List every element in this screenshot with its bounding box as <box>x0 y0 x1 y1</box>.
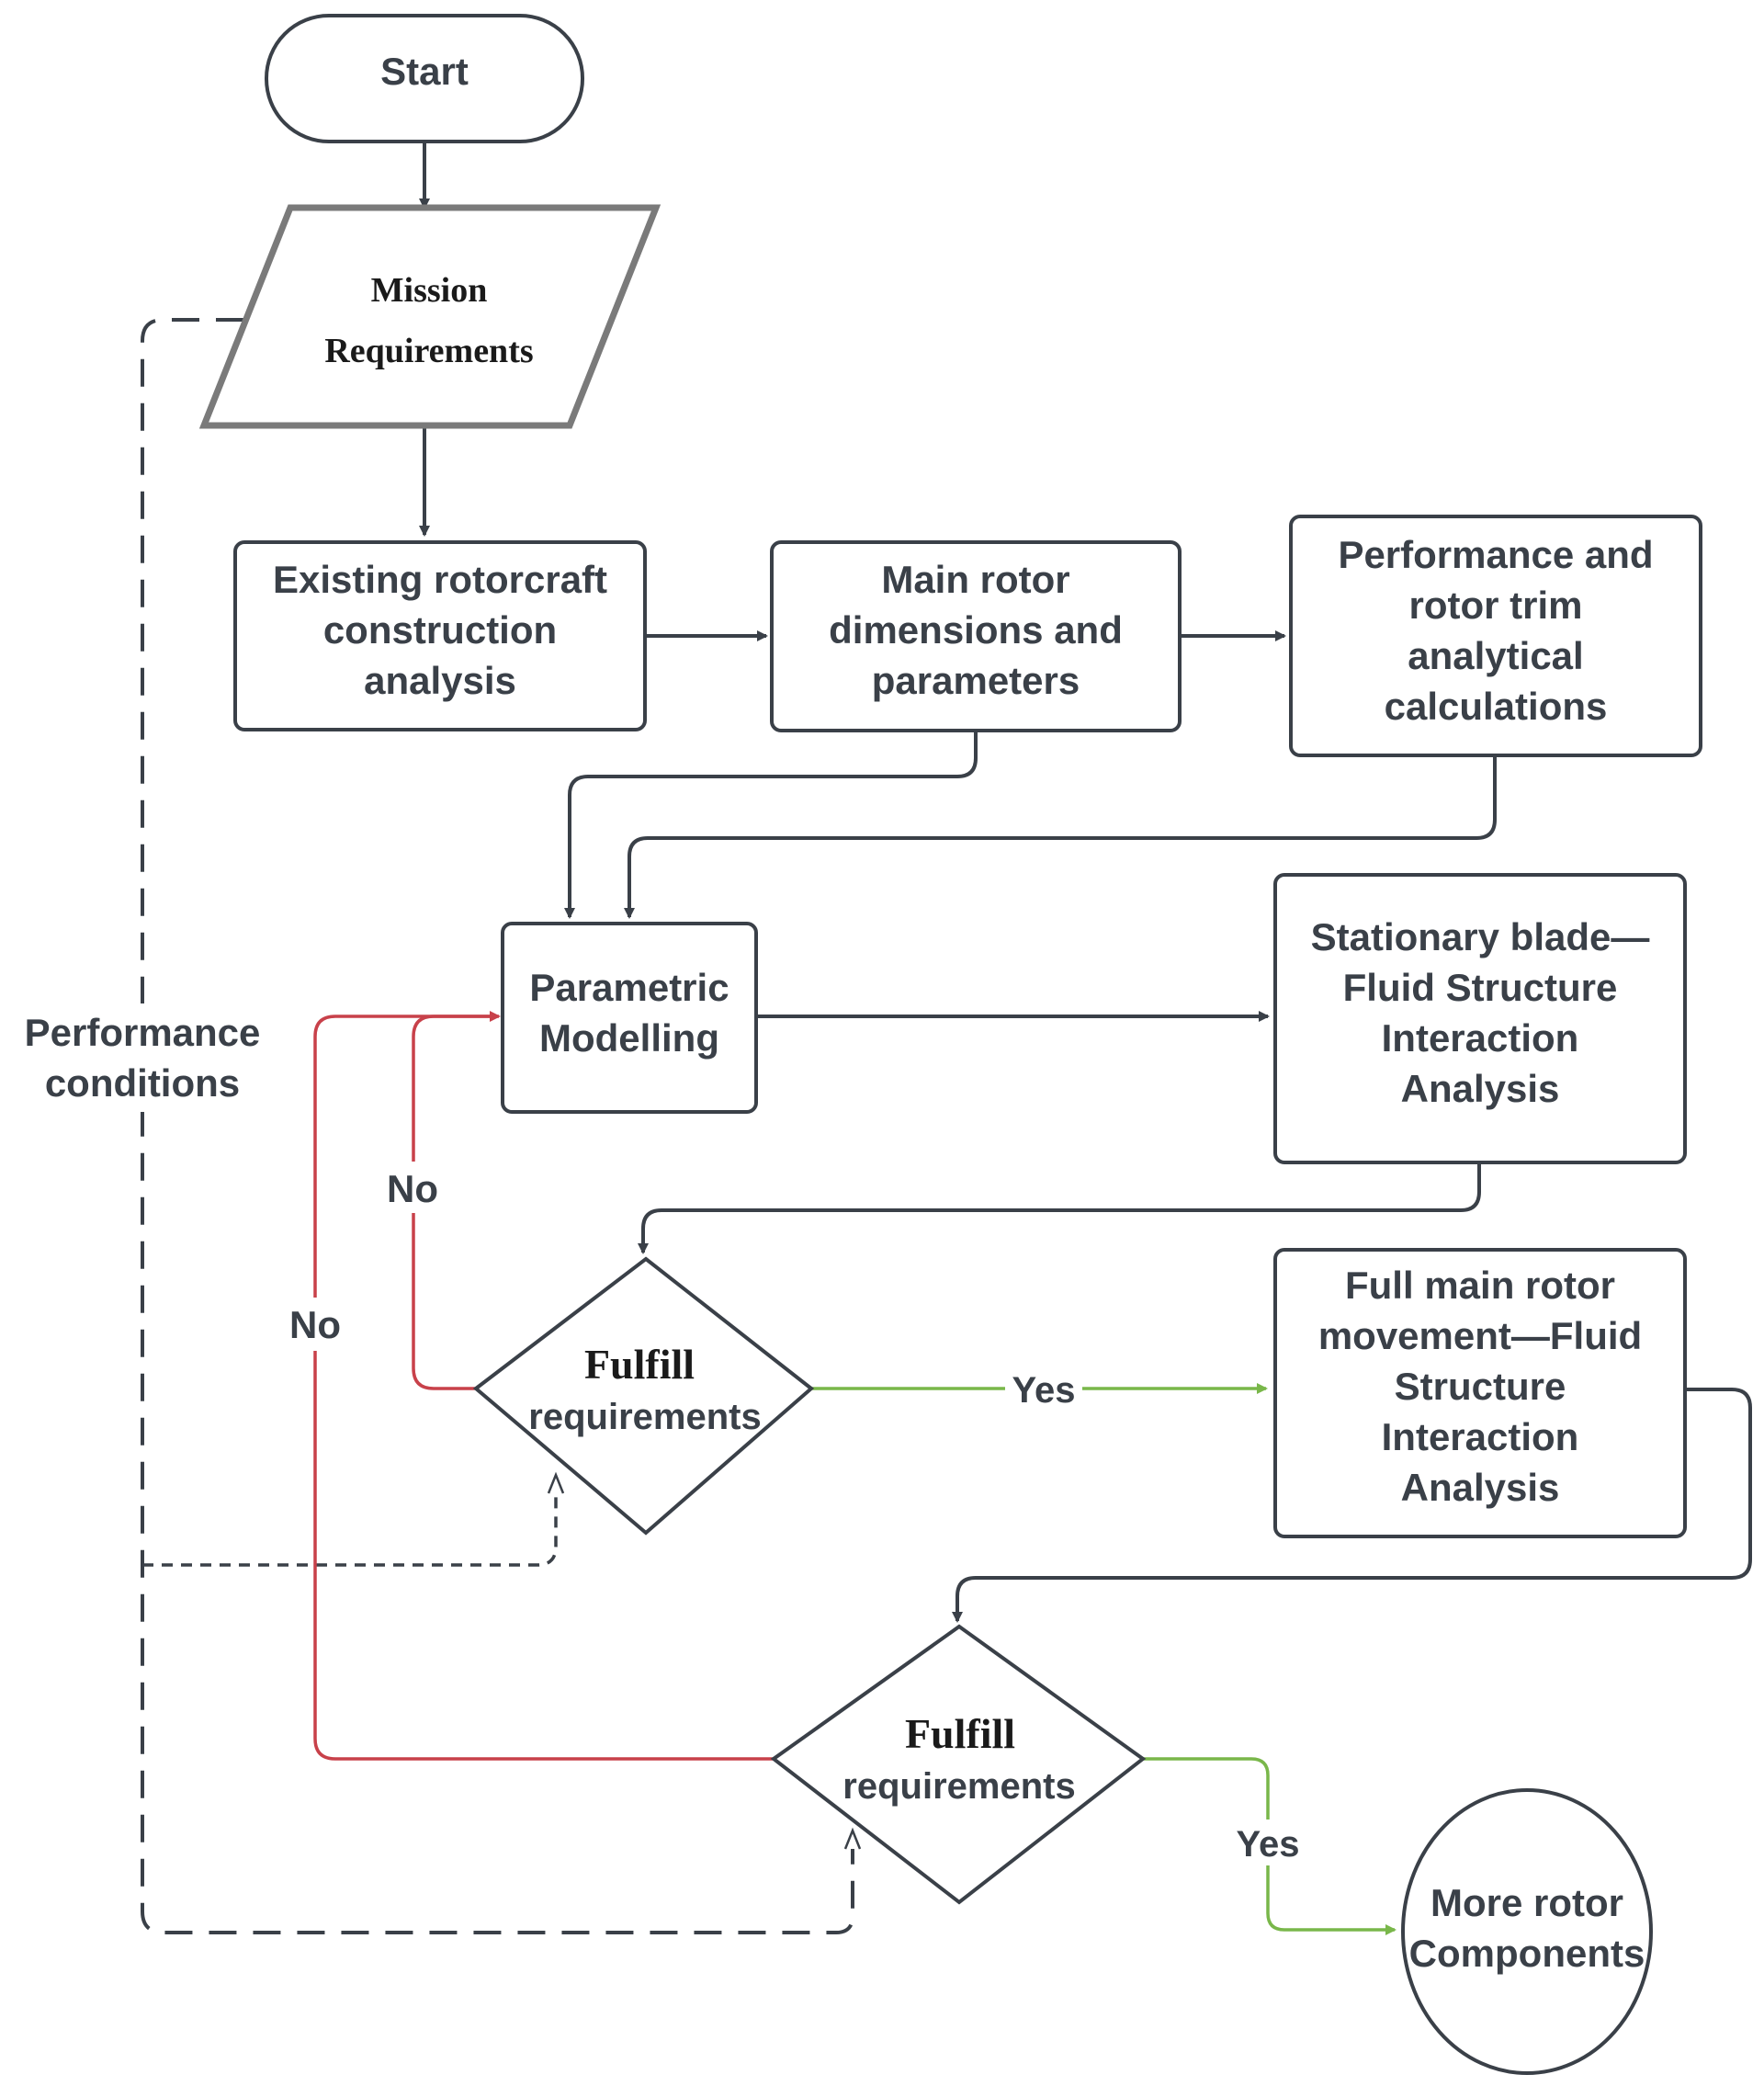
existing-rotorcraft-process: Existing rotorcraft construction analysi… <box>233 540 647 731</box>
fullrotor-label-line4: Interaction <box>1382 1415 1579 1458</box>
fullrotor-label-line2: movement—Fluid <box>1318 1314 1642 1357</box>
more-label-line2: Components <box>1409 1932 1645 1975</box>
mainrotor-label-line3: parameters <box>872 659 1080 702</box>
performance-label-line1: Performance and <box>1338 533 1653 576</box>
stationary-blade-fsi-process: Stationary blade— Fluid Structure Intera… <box>1273 873 1687 1164</box>
parametric-label-line1: Parametric <box>529 966 729 1009</box>
performance-conditions-line1: Performance <box>25 1011 261 1054</box>
fullrotor-label-line1: Full main rotor <box>1345 1264 1615 1307</box>
no-inner-text: No <box>387 1167 438 1210</box>
more-label-line1: More rotor <box>1430 1881 1623 1924</box>
stationary-label-line1: Stationary blade— <box>1311 915 1650 958</box>
yes1-text: Yes <box>1012 1370 1076 1411</box>
mainrotor-label-line1: Main rotor <box>881 558 1069 601</box>
arrow-stationary-to-decision1 <box>638 1162 1481 1254</box>
mission-requirements-input: Mission Requirements <box>198 204 662 429</box>
start-label: Start <box>380 50 469 93</box>
fullrotor-label-line3: Structure <box>1395 1365 1566 1408</box>
arrow-fullrotor-to-decision2 <box>952 1388 1752 1623</box>
mainrotor-label-line2: dimensions and <box>829 608 1123 652</box>
main-rotor-process: Main rotor dimensions and parameters <box>770 540 1182 732</box>
decision1-label-line2: requirements <box>528 1397 761 1437</box>
decision1-label-line1: Fulfill <box>584 1341 695 1388</box>
decision2-label-line2: requirements <box>842 1766 1075 1807</box>
performance-label-line2: rotor trim <box>1409 584 1583 627</box>
performance-conditions-dashed-line <box>141 318 854 1934</box>
decision2-label-line1: Fulfill <box>905 1710 1015 1757</box>
performance-conditions-line2: conditions <box>45 1061 240 1105</box>
no-outer-text: No <box>289 1303 341 1346</box>
start-terminal: Start <box>265 14 584 143</box>
performance-label-line4: calculations <box>1385 685 1608 728</box>
dashed-arrowhead-decision1 <box>547 1471 565 1494</box>
mission-label-line2: Requirements <box>324 332 533 370</box>
decision-fulfill-requirements-2: Fulfill requirements <box>770 1624 1147 1905</box>
full-rotor-fsi-process: Full main rotor movement—Fluid Structure… <box>1273 1248 1687 1538</box>
no-label-outer: No <box>283 1298 347 1351</box>
more-rotor-components-terminal: More rotor Components <box>1401 1788 1653 2075</box>
dashed-branch-to-decision1 <box>142 1475 558 1567</box>
decision-fulfill-requirements-1: Fulfill requirements <box>472 1256 815 1536</box>
arrow-performance-to-parametric <box>624 755 1497 919</box>
existing-label-line1: Existing rotorcraft <box>273 558 607 601</box>
no-path-decision2 <box>313 1011 774 1761</box>
parametric-label-line2: Modelling <box>539 1016 719 1060</box>
fullrotor-label-line5: Analysis <box>1401 1466 1560 1509</box>
yes2-text: Yes <box>1237 1824 1300 1865</box>
mission-label-line1: Mission <box>371 271 488 310</box>
performance-conditions-label: Performance conditions <box>9 1003 276 1112</box>
arrow-mainrotor-to-parametric <box>564 731 978 919</box>
parametric-modelling-process: Parametric Modelling <box>501 922 758 1114</box>
stationary-label-line4: Analysis <box>1401 1067 1560 1110</box>
stationary-label-line2: Fluid Structure <box>1343 966 1618 1009</box>
yes-label-decision2: Yes <box>1227 1820 1308 1865</box>
no-label-inner: No <box>381 1162 444 1213</box>
performance-calculations-process: Performance and rotor trim analytical ca… <box>1289 515 1702 757</box>
yes-label-decision1: Yes <box>1005 1367 1082 1411</box>
stationary-label-line3: Interaction <box>1382 1016 1579 1060</box>
dashed-arrowhead-decision2 <box>843 1827 862 1850</box>
performance-label-line3: analytical <box>1408 634 1583 677</box>
existing-label-line3: analysis <box>364 659 516 702</box>
existing-label-line2: construction <box>323 608 557 652</box>
